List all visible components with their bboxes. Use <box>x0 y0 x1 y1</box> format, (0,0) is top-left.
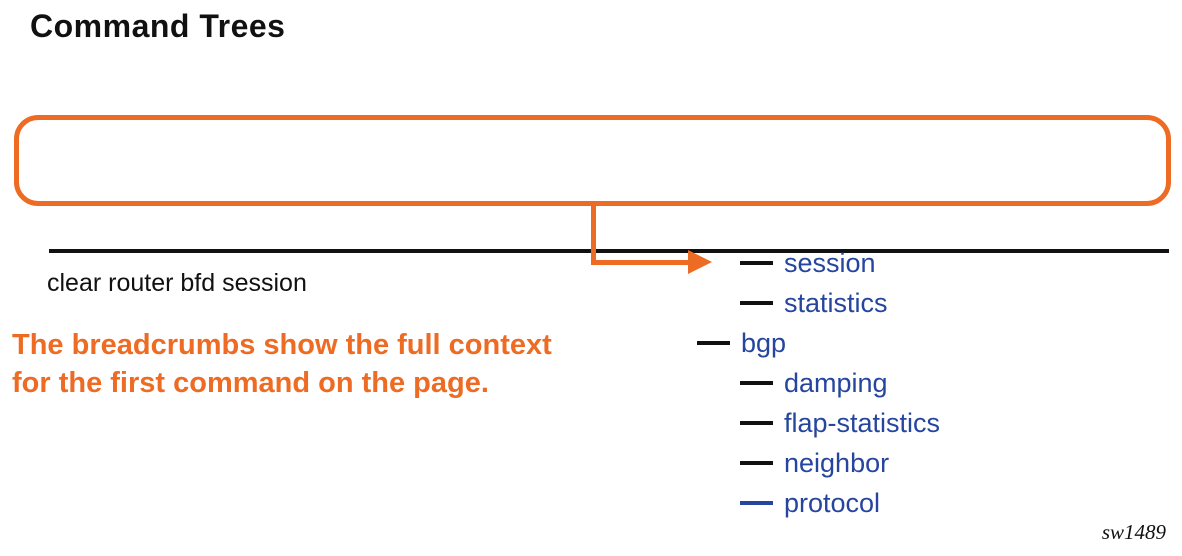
figure-id: sw1489 <box>1101 520 1166 544</box>
breadcrumb-command: clear router bfd session <box>47 269 307 297</box>
tree-item-flap-statistics: flap-statistics <box>697 403 940 443</box>
tree-item-label: bgp <box>741 327 787 358</box>
tree-item-neighbor: neighbor <box>697 443 940 483</box>
tree-dash-icon <box>697 341 730 345</box>
arrowhead-icon <box>688 250 712 274</box>
breadcrumb-rule <box>49 249 1169 253</box>
annotation-text: The breadcrumbs show the full context fo… <box>12 326 552 402</box>
tree-dash-icon <box>740 261 773 265</box>
page-title: Command Trees <box>30 8 286 44</box>
arrow-connector-vertical <box>591 203 596 263</box>
tree-dash-icon <box>740 381 773 385</box>
command-tree: session statistics bgp damping flap-stat… <box>697 243 940 523</box>
breadcrumb-box: clear router bfd session <box>14 115 1171 297</box>
tree-item-session: session <box>697 243 940 283</box>
tree-item-label: flap-statistics <box>784 407 941 438</box>
tree-dash-icon <box>740 301 773 305</box>
tree-dash-icon <box>740 461 773 465</box>
tree-item-bgp: bgp <box>697 323 940 363</box>
tree-item-label: session <box>784 247 876 278</box>
tree-item-label: protocol <box>784 487 881 518</box>
arrow-connector-horizontal <box>591 260 688 265</box>
annotation-line-1: The breadcrumbs show the full context <box>12 329 552 361</box>
tree-item-damping: damping <box>697 363 940 403</box>
annotation-line-2: for the first command on the page. <box>12 367 489 399</box>
tree-item-label: damping <box>784 367 888 398</box>
tree-item-statistics: statistics <box>697 283 940 323</box>
tree-dash-icon <box>740 501 773 505</box>
tree-item-label: neighbor <box>784 447 890 478</box>
tree-item-protocol: protocol <box>697 483 940 523</box>
tree-item-label: statistics <box>784 287 888 318</box>
tree-dash-icon <box>740 421 773 425</box>
